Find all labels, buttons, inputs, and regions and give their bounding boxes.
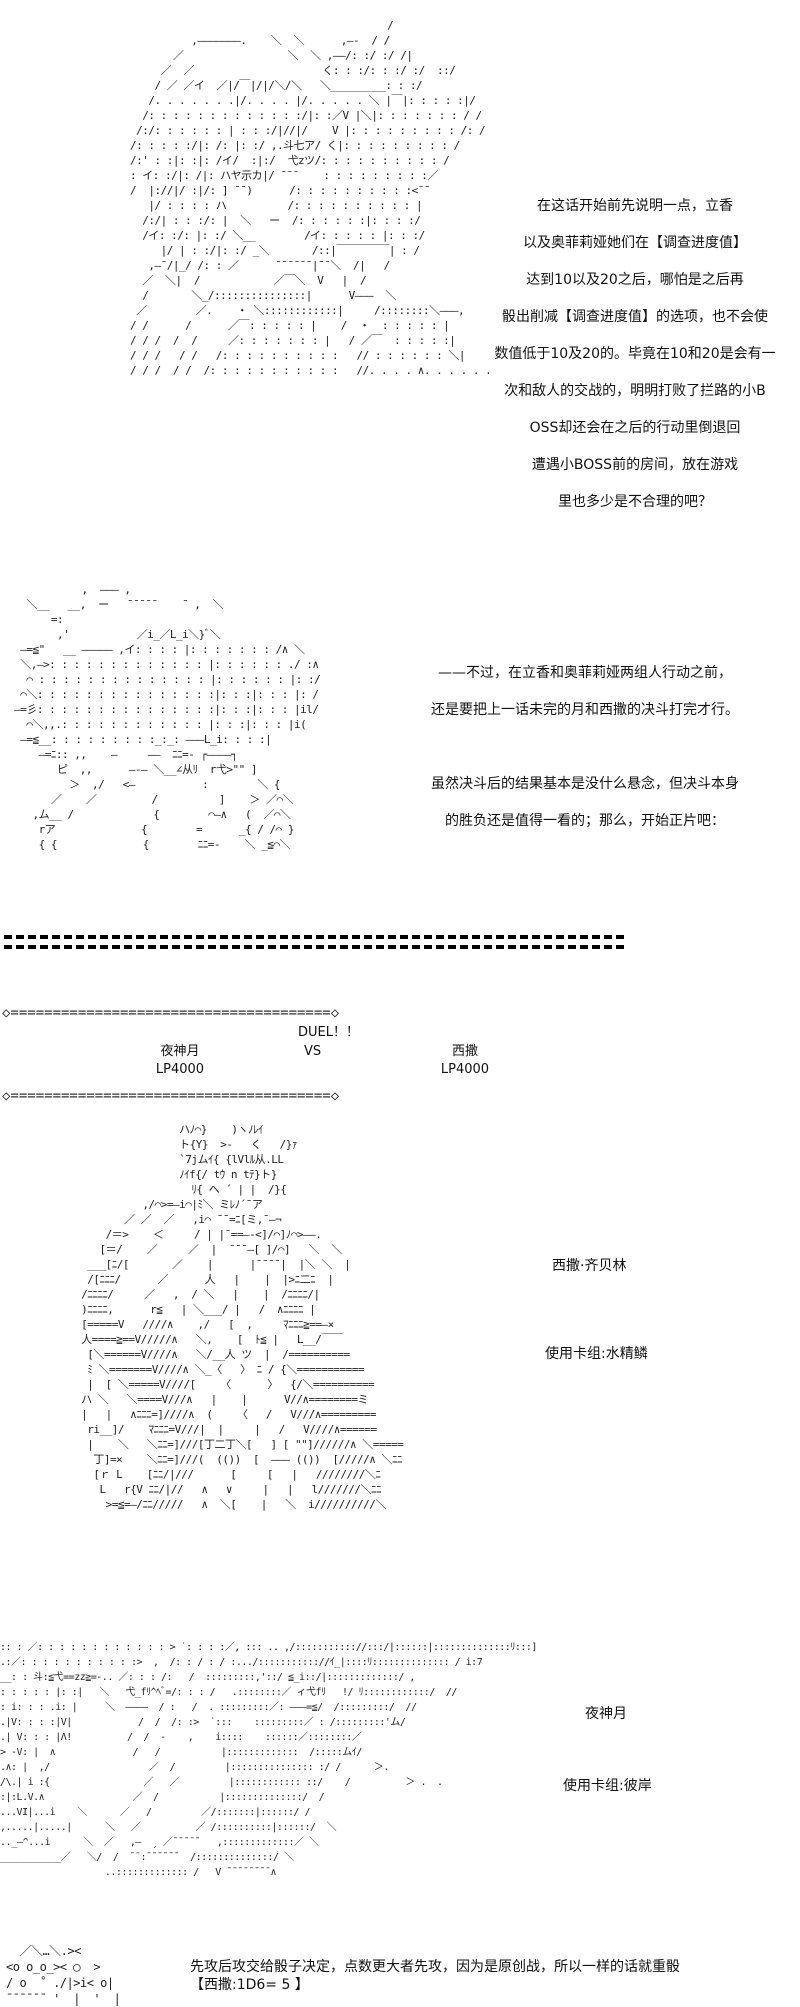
duel-separator-top: ◇======================================◇ — [2, 1005, 340, 1021]
caesar-name: 西撒·齐贝林 — [552, 1258, 627, 1274]
paragraph-line: 次和敌人的交战的，明明打败了拦路的小B — [504, 383, 766, 399]
paragraph-line: 达到10以及20之后，哪怕是之后再 — [526, 272, 744, 288]
right-player-lp: LP4000 — [440, 1062, 490, 1077]
paragraph-line: 虽然决斗后的结果基本是没什么悬念，但决斗本身 — [431, 776, 739, 792]
paragraph-line: 数值低于10及20的。毕竟在10和20是会有一 — [494, 346, 776, 362]
paragraph-line: 骰出削减【调查进度值】的选项，也不会使 — [502, 309, 768, 325]
paragraph-line: ——不过，在立香和奥菲莉娅两组人行动之前， — [438, 665, 732, 681]
duel-label: DUEL！！ — [298, 1025, 359, 1040]
transition-paragraph: ——不过，在立香和奥菲莉娅两组人行动之前， 还是要把上一话未完的月和西撒的决斗打完… — [385, 663, 785, 848]
paragraph-line — [385, 737, 785, 758]
left-player-name: 夜神月 — [160, 1044, 200, 1059]
thick-separator — [4, 935, 624, 949]
vs-label: VS — [304, 1044, 322, 1059]
dice-roll-line: 【西撒:1D6= 5 】 — [190, 1977, 309, 1993]
ascii-art-figure-2: , ——— , ＼__ __, ー ¯¯¯¯¯ ¯ , ＼ =: ,' ／i_／… — [14, 583, 321, 851]
intro-paragraph: 在这话开始前先说明一点，立香以及奥菲莉娅她们在【调查进度值】达到10以及20之后… — [480, 196, 790, 529]
paragraph-line: 遭遇小BOSS前的房间，放在游戏 — [531, 457, 739, 473]
paragraph-line: 的胜负还是值得一看的；那么，开始正片吧： — [445, 813, 725, 829]
light-deck: 使用卡组:彼岸 — [563, 1778, 652, 1794]
ascii-art-light: :: : ／: : : : : : : : : : : : > ˙: : : :… — [0, 1642, 537, 1878]
caesar-deck: 使用卡组:水精鳞 — [545, 1346, 648, 1362]
right-player-name: 西撒 — [451, 1044, 478, 1059]
ascii-art-figure-1: / ,———————. ＼ ＼ ,—- / / ／ ＼ ＼ ,——/: :/ :… — [130, 19, 492, 377]
paragraph-line: 还是要把上一话未完的月和西撒的决斗打完才行。 — [431, 702, 739, 718]
dice-rule-text: 先攻后攻交给骰子决定，点数更大者先攻，因为是原创战，所以一样的话就重骰 — [190, 1959, 680, 1975]
paragraph-line: 以及奥菲莉娅她们在【调查进度值】 — [523, 235, 747, 251]
paragraph-line: 里也多少是不合理的吧？ — [558, 494, 712, 510]
paragraph-line: OSS却还会在之后的行动里倒退回 — [529, 420, 741, 436]
left-player-lp: LP4000 — [155, 1062, 205, 1077]
ascii-art-dice: ／＼…＼.>< <o o_o_>< ◯ > / o ˚ ./|>i< o| ¯¯… — [6, 1944, 121, 2006]
ascii-art-caesar: ハﾉ⌒} )ヽﾉﾚｲ ト{Y} >- く /}ｧ `7jムｲ{ {lVlﾙ从.L… — [81, 1123, 404, 1511]
duel-separator-bottom: ◇======================================◇ — [2, 1088, 340, 1104]
paragraph-line: 在这话开始前先说明一点，立香 — [537, 198, 733, 214]
light-name: 夜神月 — [585, 1706, 627, 1722]
